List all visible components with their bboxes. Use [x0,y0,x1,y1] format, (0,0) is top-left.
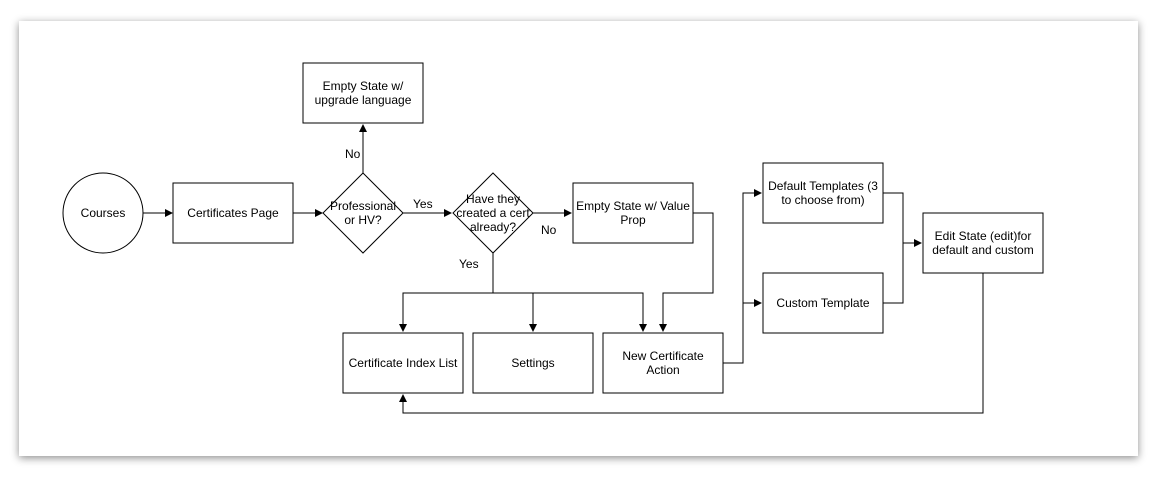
node-edit-state: Edit State (edit)for default and custom [922,212,1044,274]
edge-default-to-edit [883,192,922,247]
edge-label-no-upgrade: No [345,147,361,161]
node-cert-check-label-3: already? [470,220,516,234]
node-empty-state-value-prop: Empty State w/ Value Prop [572,182,694,244]
edge-label-yes-cert: Yes [459,257,479,271]
edge-new-cert-to-default [723,189,762,364]
node-empty-upgrade-label-2: upgrade language [315,93,412,107]
edge-label-no-cert: No [541,223,557,237]
node-certificate-index-list: Certificate Index List [342,332,464,394]
edge-edit-to-index-list [399,273,984,414]
node-edit-state-label-2: default and custom [932,243,1033,257]
edges [143,124,984,414]
node-value-prop-label-1: Empty State w/ Value [576,199,690,213]
edge-split-to-new-cert [493,292,647,332]
node-cert-check-label-2: created a cert [456,206,530,220]
edge-cert-check-split [399,253,494,332]
node-settings-label: Settings [511,356,554,370]
node-professional-or-hv: Professional or HV? [322,172,404,254]
node-custom-template-label: Custom Template [776,296,869,310]
node-courses: Courses [62,172,144,254]
node-certificates-page-label: Certificates Page [187,206,279,220]
edge-custom-to-edit [883,243,904,304]
node-new-cert-label-2: Action [646,363,679,377]
node-default-templates-label-1: Default Templates (3 [768,179,878,193]
node-empty-upgrade-label-1: Empty State w/ [323,79,404,93]
node-have-they-created: Have they created a cert already? [452,172,534,254]
node-default-templates: Default Templates (3 to choose from) [762,162,884,224]
node-certificates-page: Certificates Page [172,182,294,244]
node-edit-state-label-1: Edit State (edit)for [935,229,1032,243]
edge-value-prop-to-new-cert [659,212,714,332]
node-new-certificate-action: New Certificate Action [602,332,724,394]
node-custom-template: Custom Template [762,272,884,334]
node-settings: Settings [472,332,594,394]
node-empty-state-upgrade: Empty State w/ upgrade language [302,62,424,124]
node-cert-check-label-1: Have they [466,192,520,206]
node-new-cert-label-1: New Certificate [622,349,704,363]
node-professional-label-1: Professional [330,199,396,213]
node-index-list-label: Certificate Index List [349,356,458,370]
edge-split-to-settings [493,292,537,332]
node-default-templates-label-2: to choose from) [781,193,864,207]
node-professional-label-2: or HV? [344,213,382,227]
node-value-prop-label-2: Prop [620,213,646,227]
edge-label-yes-pro: Yes [413,197,433,211]
node-courses-label: Courses [81,206,126,220]
